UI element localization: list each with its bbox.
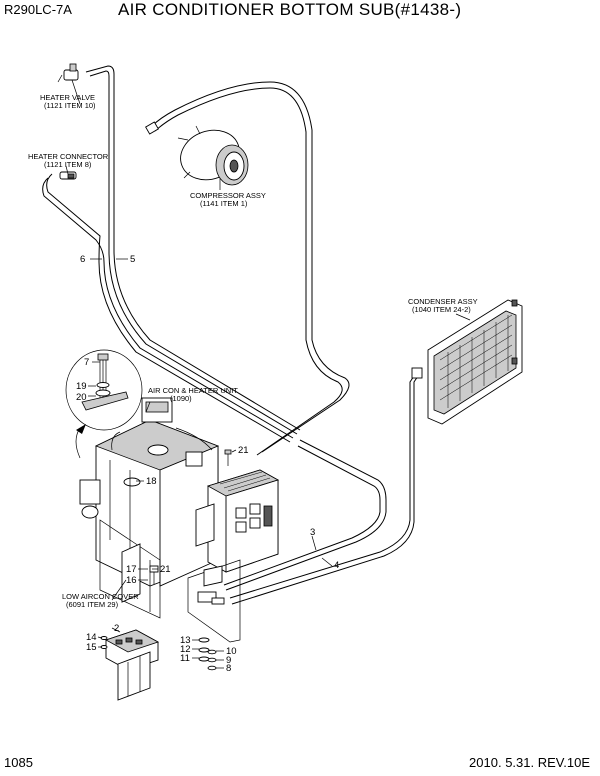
low-aircon-cover-ref: (6091 ITEM 29)	[66, 600, 119, 609]
part-number-12: 12	[180, 644, 191, 655]
page-title: AIR CONDITIONER BOTTOM SUB(#1438-)	[118, 0, 462, 19]
heater-valve-ref: (1121 ITEM 10)	[44, 101, 96, 110]
hose-compressor-loop	[151, 81, 350, 456]
hose-5-6	[42, 65, 301, 443]
bolt-21-top	[224, 449, 232, 466]
hardware-stack	[198, 637, 217, 671]
part-number-14: 14	[86, 632, 97, 643]
model-label: R290LC-7A	[4, 2, 72, 17]
part-number-2: 2	[114, 623, 119, 634]
heater-connector-label: HEATER CONNECTOR	[28, 152, 109, 161]
aircon-heater-unit	[79, 397, 220, 587]
part-number-3: 3	[310, 527, 315, 538]
revision-date: 2010. 5.31. REV.10E	[469, 755, 590, 770]
low-aircon-cover-label: LOW AIRCON COVER	[62, 592, 139, 601]
part-number-16: 16	[126, 575, 137, 586]
part-number-19: 19	[76, 381, 87, 392]
condenser-assy-label: CONDENSER ASSY	[408, 297, 478, 306]
part-number-5: 5	[130, 254, 135, 265]
part-number-4: 4	[334, 560, 339, 571]
bolt-detail	[65, 349, 143, 459]
heater-connector-ref: (1121 ITEM 8)	[44, 160, 92, 169]
part-number-21-bottom: 21	[160, 564, 171, 575]
condenser-assy-ref: (1040 ITEM 24-2)	[412, 305, 471, 314]
part-number-17: 17	[126, 564, 137, 575]
part-number-6: 6	[80, 254, 85, 265]
compressor-assy-label: COMPRESSOR ASSY	[190, 191, 266, 200]
part-number-21-top: 21	[238, 445, 249, 456]
part-number-10: 10	[226, 646, 237, 657]
heater-valve	[57, 63, 79, 83]
part-number-8: 8	[226, 663, 231, 674]
aircon-heater-unit-ref: (1090)	[170, 394, 192, 403]
part-number-13: 13	[180, 635, 191, 646]
part-number-7: 7	[84, 357, 89, 368]
part-number-18: 18	[146, 476, 157, 487]
heater-connector	[59, 171, 77, 180]
aircon-heater-unit-label: AIR CON & HEATER UNIT	[148, 386, 238, 395]
part-number-15: 15	[86, 642, 97, 653]
heater-valve-label: HEATER VALVE	[40, 93, 95, 102]
electrical-box	[195, 469, 280, 573]
part-number-20: 20	[76, 392, 87, 403]
part-number-11: 11	[180, 653, 190, 664]
hose-3-4	[223, 375, 419, 605]
leader-lines	[65, 79, 471, 669]
compressor-assy-ref: (1141 ITEM 1)	[200, 199, 248, 208]
part-number-9: 9	[226, 655, 231, 666]
condenser-assy	[411, 299, 523, 425]
compressor-assy	[145, 121, 249, 186]
page-number: 1085	[4, 755, 33, 770]
switch-panel	[100, 629, 159, 701]
